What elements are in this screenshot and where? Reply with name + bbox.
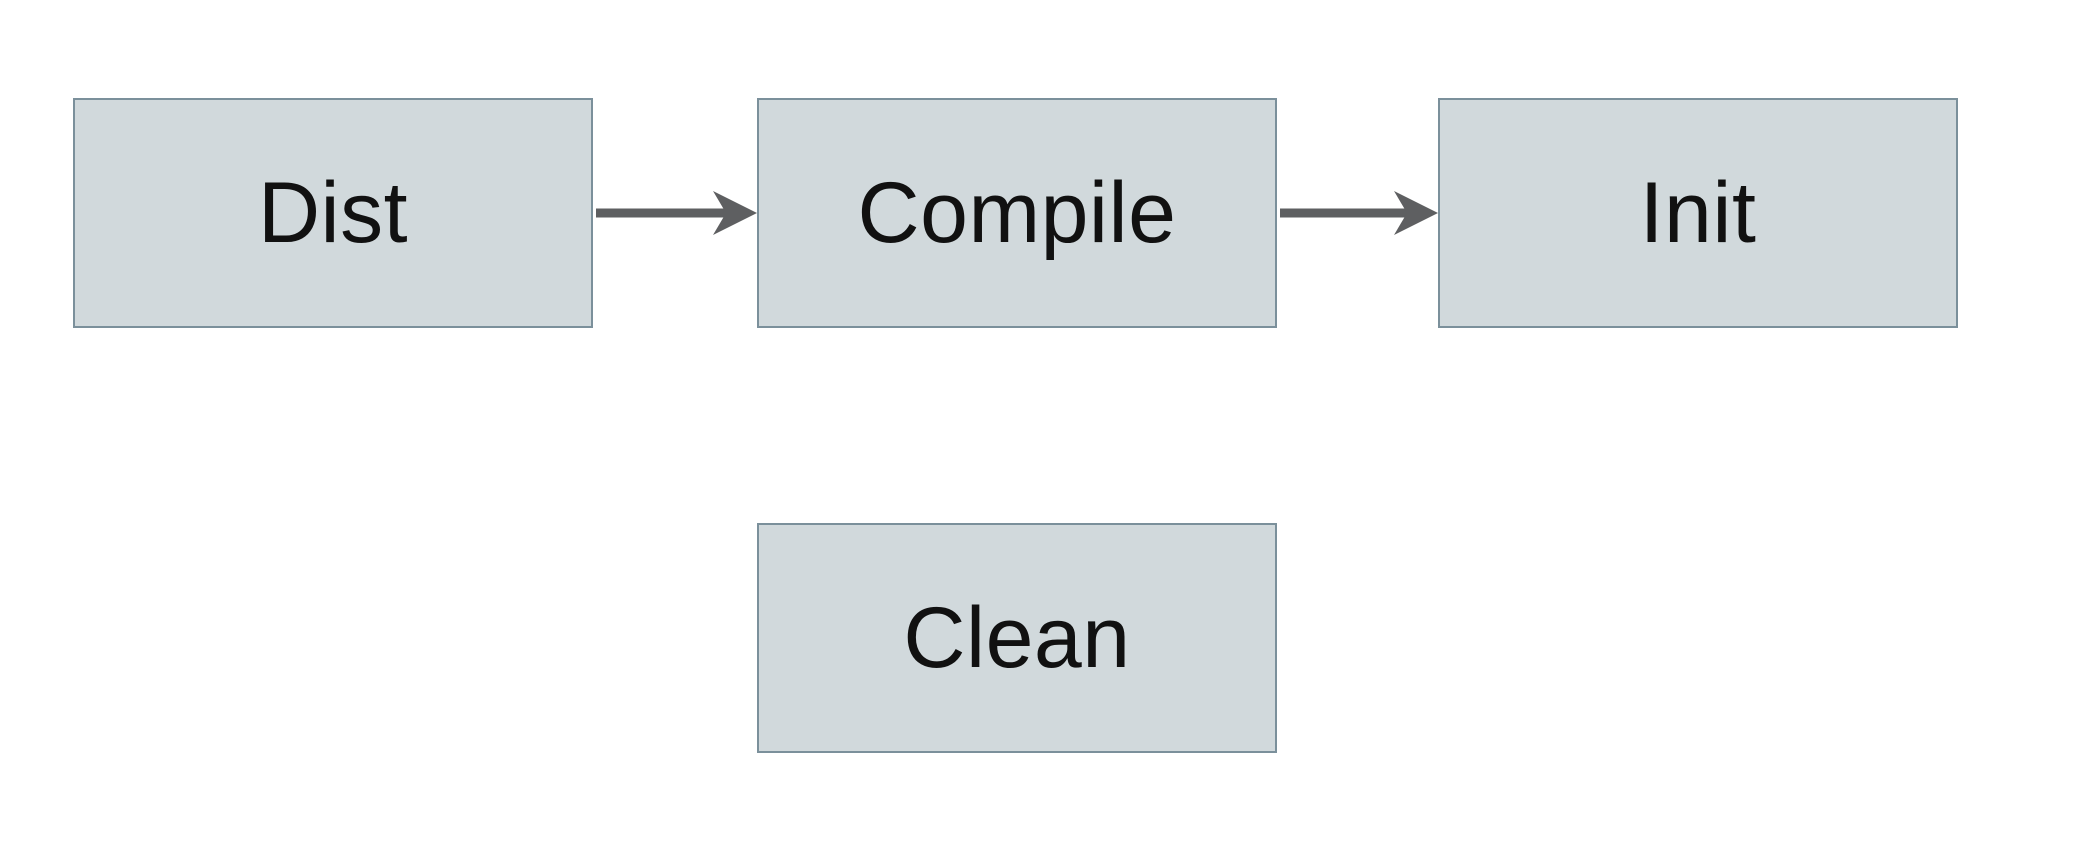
arrow-compile-to-init (1280, 191, 1438, 235)
node-compile: Compile (757, 98, 1277, 328)
arrow-dist-to-compile (596, 191, 757, 235)
node-compile-label: Compile (857, 165, 1177, 261)
node-init: Init (1438, 98, 1958, 328)
node-clean-label: Clean (903, 590, 1131, 686)
node-dist-label: Dist (257, 165, 409, 261)
node-clean: Clean (757, 523, 1277, 753)
node-init-label: Init (1639, 165, 1757, 261)
node-dist: Dist (73, 98, 593, 328)
